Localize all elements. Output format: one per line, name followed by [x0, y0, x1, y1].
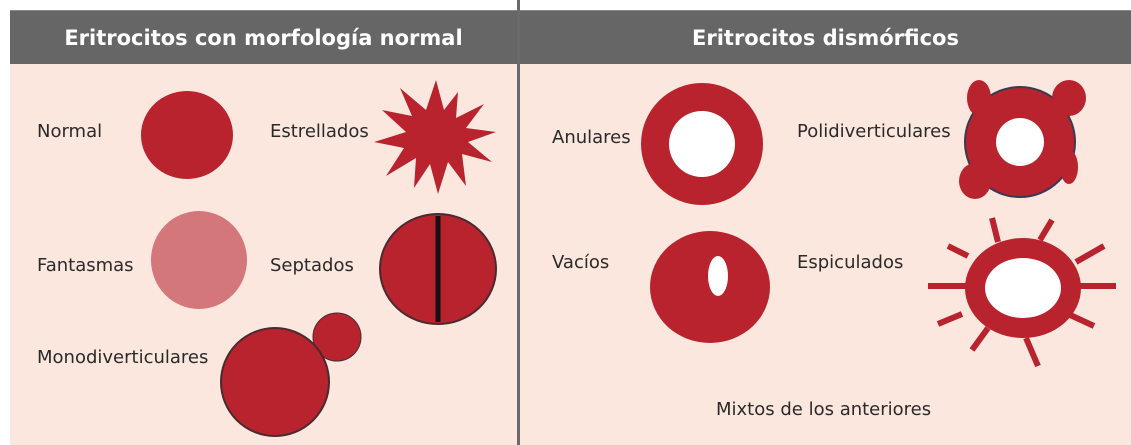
- header-dysmorphic: Eritrocitos dismórficos: [520, 11, 1131, 64]
- annular-cell: [640, 82, 764, 206]
- normal-cell: [140, 90, 235, 180]
- label-mixtos: Mixtos de los anteriores: [716, 399, 931, 420]
- label-vacios: Vacíos: [552, 252, 609, 273]
- label-polidiverticulares: Polidiverticulares: [797, 121, 951, 142]
- monodiverticular-cell: [220, 310, 362, 440]
- label-espiculados: Espiculados: [797, 252, 903, 273]
- label-fantasmas: Fantasmas: [37, 255, 134, 276]
- label-normal: Normal: [37, 121, 102, 142]
- septate-cell: [378, 212, 498, 326]
- header-normal-morphology: Eritrocitos con morfología normal: [10, 11, 517, 64]
- polydiverticular-cell: [958, 80, 1090, 202]
- ghost-cell: [150, 210, 248, 310]
- label-monodiverticulares: Monodiverticulares: [37, 347, 208, 368]
- label-anulares: Anulares: [552, 127, 631, 148]
- empty-cell: [650, 230, 772, 344]
- crenated-star-cell: [374, 80, 498, 194]
- label-septados: Septados: [270, 255, 354, 276]
- label-estrellados: Estrellados: [270, 121, 369, 142]
- spiculated-cell: [928, 218, 1118, 368]
- column-divider: [517, 0, 520, 445]
